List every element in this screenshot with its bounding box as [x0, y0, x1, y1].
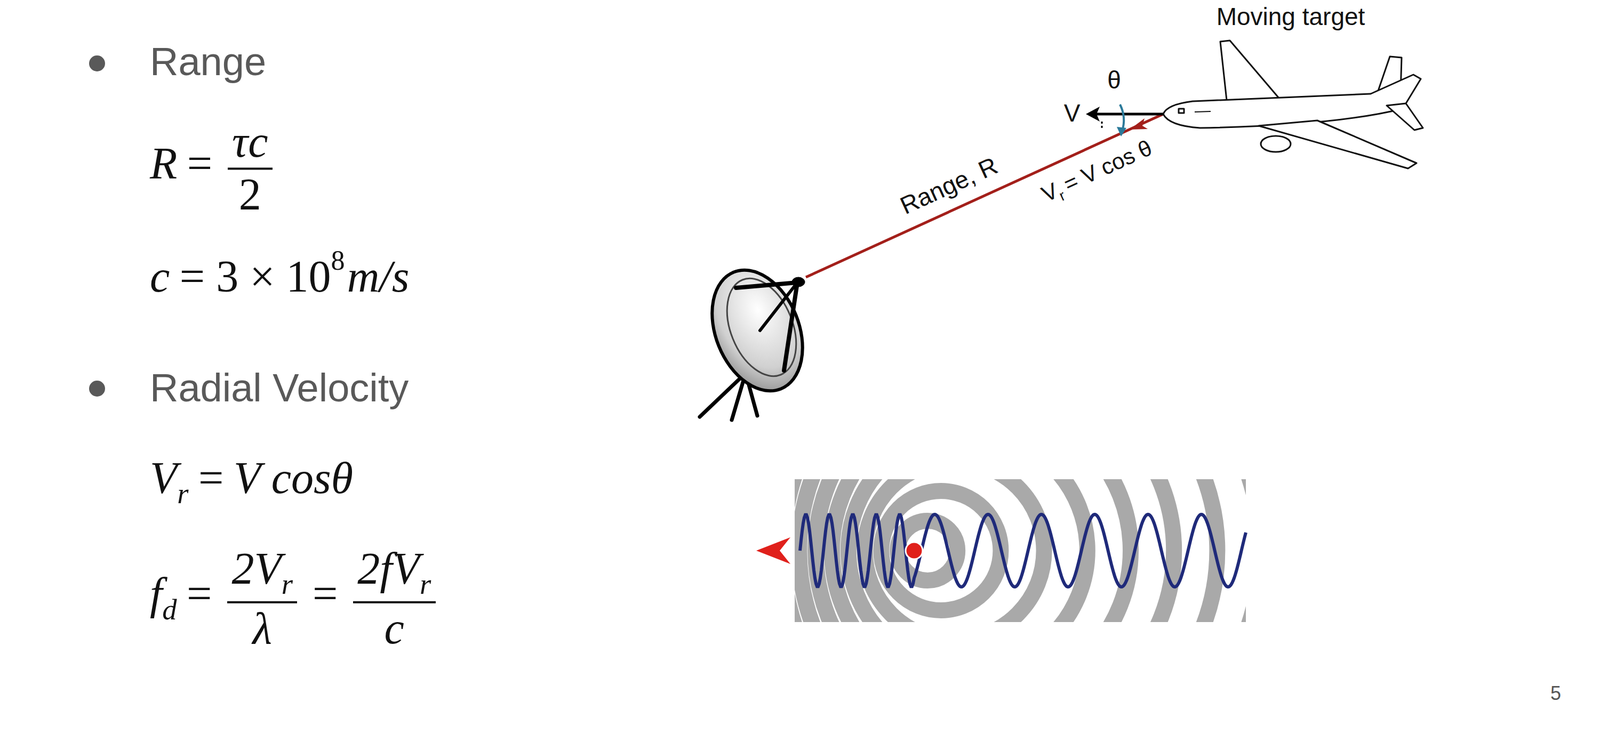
- diagram-label: = V cos θ: [1059, 134, 1156, 197]
- angle-arc: [1120, 104, 1124, 132]
- diagram-label: Moving target: [1216, 2, 1366, 31]
- text-group: Radial Velocity: [149, 365, 409, 411]
- text-group: V: [1064, 98, 1081, 128]
- formula-term: =: [198, 453, 224, 503]
- formula-term: V: [149, 453, 178, 503]
- wavefront-ring: [881, 491, 1001, 611]
- formula-term: r: [281, 568, 293, 601]
- wavefront-rings: [794, 479, 1246, 623]
- wavefront-ring: [848, 479, 1088, 623]
- denominator: c: [384, 603, 405, 653]
- wavefront-ring: [865, 479, 1045, 623]
- formula-term: = 3 × 10: [179, 251, 332, 302]
- wavefront-ring: [798, 479, 1218, 623]
- text-group: Range: [149, 38, 267, 85]
- angle-tick: [1101, 121, 1103, 131]
- text-group: θ: [1107, 65, 1122, 95]
- formula: R= τc2: [149, 118, 278, 219]
- formula: fd=2Vrλ=2fVrc: [149, 545, 442, 653]
- fraction: 2fVrc: [353, 545, 436, 653]
- angle-arrowhead: [1116, 126, 1127, 137]
- formula-term: m/s: [347, 251, 410, 302]
- formula-term: c: [149, 251, 170, 302]
- velocity-arrowhead: [1085, 106, 1100, 122]
- bullet: [89, 55, 106, 72]
- diagram-label: θ: [1107, 66, 1122, 94]
- bullet-heading: Range: [149, 39, 267, 84]
- wavefront-ring: [794, 479, 1246, 623]
- text-group: 5: [1550, 682, 1562, 706]
- formula-term: 2fV: [357, 544, 420, 594]
- formula: c= 3 × 108m/s: [149, 244, 410, 303]
- radar-dish: [694, 256, 820, 421]
- denominator: 2: [238, 169, 262, 219]
- numerator: 2fVr: [353, 545, 436, 604]
- diagram-label: V: [1064, 99, 1081, 127]
- formula-term: r: [177, 477, 189, 511]
- formula-term: =: [186, 569, 212, 619]
- fraction: 2Vrλ: [227, 545, 298, 653]
- denominator: λ: [252, 603, 272, 653]
- bullet-heading: Radial Velocity: [149, 365, 409, 411]
- text-group: Moving target: [1216, 2, 1366, 31]
- formula-term: f: [149, 569, 163, 619]
- page-number: 5: [1550, 682, 1562, 705]
- formula-term: r: [419, 568, 431, 601]
- range-line: [805, 114, 1164, 278]
- formula-term: V cosθ: [233, 453, 354, 503]
- diagram-label: Range, R: [896, 151, 1002, 220]
- wavefront-ring: [832, 479, 1131, 623]
- fraction: τc2: [227, 118, 273, 219]
- direction-arrowhead: [756, 537, 791, 565]
- formula-term: τc: [232, 116, 268, 167]
- text-group: Range, R: [895, 150, 1002, 221]
- numerator: τc: [227, 118, 273, 170]
- velocity-arrow: [1093, 113, 1164, 116]
- formula-term: =: [312, 569, 338, 619]
- doppler-wave: [800, 514, 1246, 588]
- radial-arrowhead: [1129, 118, 1148, 130]
- formula-term: 2V: [231, 544, 282, 594]
- source-dot: [905, 542, 923, 560]
- formula-term: =: [187, 138, 213, 189]
- formula-term: λ: [252, 603, 272, 654]
- formula-term: 8: [331, 245, 346, 276]
- formula-term: c: [384, 603, 405, 654]
- formula-term: 2: [238, 169, 262, 220]
- text-group: Vr= V cos θ: [1037, 134, 1158, 211]
- formula-term: d: [162, 593, 177, 626]
- formula: Vr =V cosθ: [149, 452, 354, 511]
- airplane: [1163, 40, 1423, 169]
- numerator: 2Vr: [227, 545, 298, 604]
- formula-term: R: [149, 138, 178, 189]
- bullet: [89, 380, 106, 397]
